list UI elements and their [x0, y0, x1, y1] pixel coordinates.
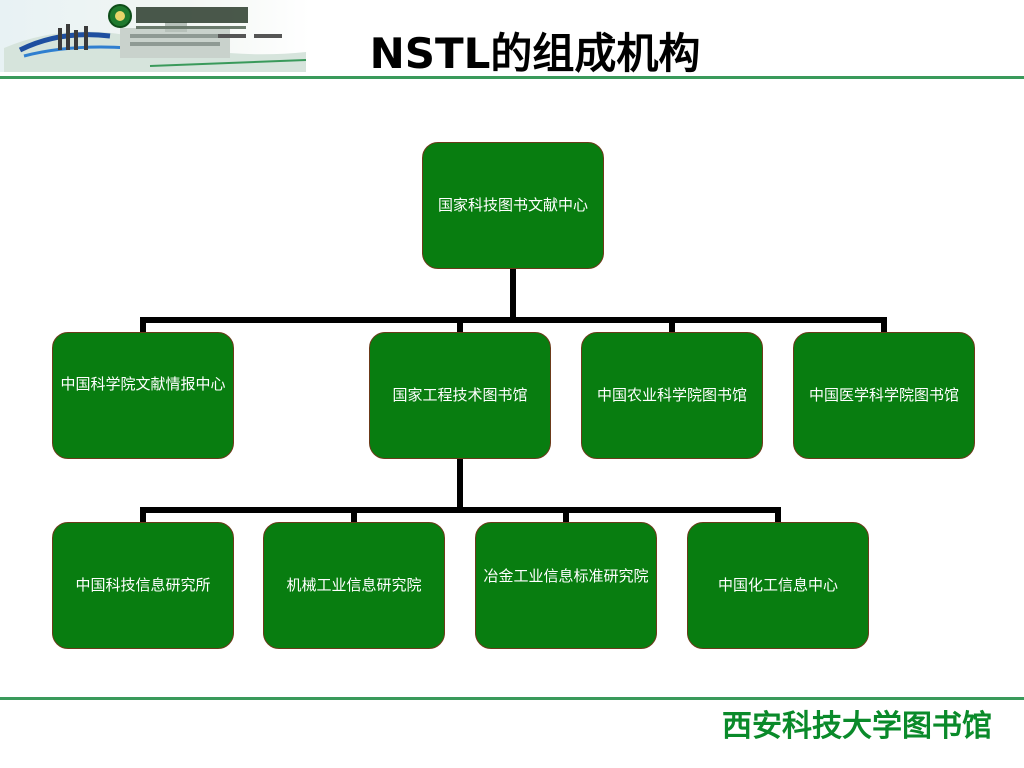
- page-title: NSTL的组成机构: [369, 29, 701, 78]
- org-node-root: 国家科技图书文献中心: [422, 142, 604, 269]
- org-node-level1-2: 国家工程技术图书馆: [369, 332, 551, 459]
- footer-library-name: 西安科技大学图书馆: [722, 709, 992, 744]
- org-node-level2-4: 中国化工信息中心: [687, 522, 869, 649]
- org-node-label: 中国科技信息研究所: [75, 575, 211, 594]
- org-node-label: 国家科技图书文献中心: [437, 195, 588, 214]
- university-banner-logo: [0, 0, 310, 72]
- org-node-level1-4: 中国医学科学院图书馆: [793, 332, 975, 459]
- org-node-level1-1: 中国科学院文献情报中心: [52, 332, 234, 459]
- org-node-label: 冶金工业信息标准研究院: [483, 567, 649, 585]
- org-node-label: 国家工程技术图书馆: [392, 385, 528, 404]
- org-node-level2-2: 机械工业信息研究院: [263, 522, 445, 649]
- org-node-label: 中国农业科学院图书馆: [596, 385, 747, 404]
- org-node-level2-3: 冶金工业信息标准研究院: [475, 522, 657, 649]
- org-node-label: 中国医学科学院图书馆: [808, 385, 959, 404]
- org-node-level2-1: 中国科技信息研究所: [52, 522, 234, 649]
- header-divider: [0, 76, 1024, 79]
- footer-divider: [0, 697, 1024, 700]
- org-node-label: 中国科学院文献情报中心: [60, 375, 226, 393]
- org-node-label: 机械工业信息研究院: [286, 575, 422, 594]
- org-node-level1-3: 中国农业科学院图书馆: [581, 332, 763, 459]
- org-node-label: 中国化工信息中心: [717, 575, 838, 594]
